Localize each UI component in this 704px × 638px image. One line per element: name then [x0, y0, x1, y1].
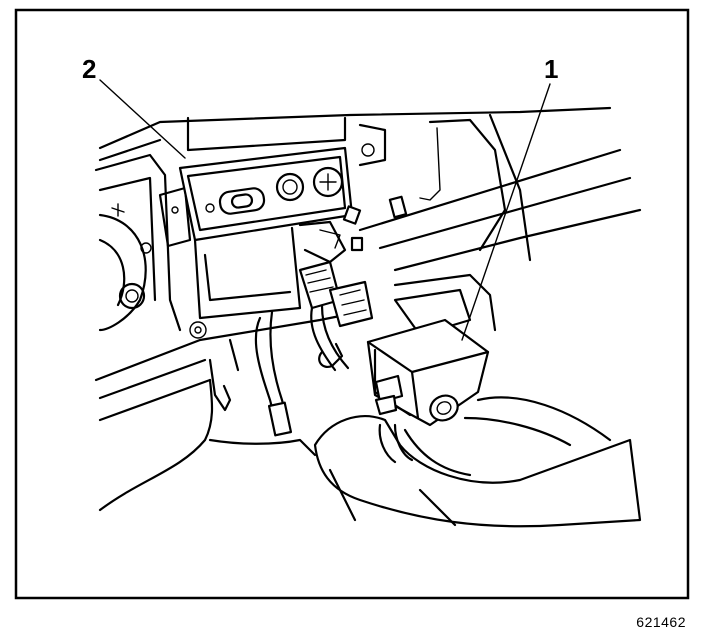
hand-illustration	[98, 378, 642, 528]
instrument-panel	[98, 106, 642, 337]
callout-1-label: 1	[544, 54, 558, 84]
cluster-housing	[94, 153, 372, 422]
mounting-plate	[189, 205, 364, 339]
switch-bezel	[178, 143, 375, 242]
callout-1: 1	[461, 54, 558, 341]
callout-2: 2	[82, 54, 186, 159]
wiring-harness	[208, 260, 374, 437]
figure-frame	[14, 8, 690, 600]
callout-2-label: 2	[82, 54, 96, 84]
figure-id-number: 621462	[636, 614, 686, 630]
accessory-switch-assembly	[366, 318, 490, 427]
